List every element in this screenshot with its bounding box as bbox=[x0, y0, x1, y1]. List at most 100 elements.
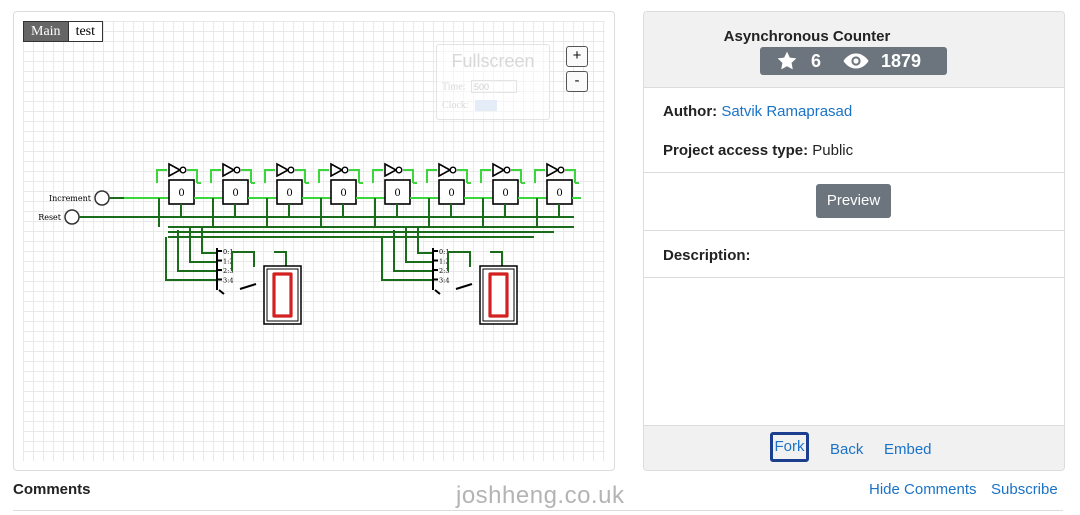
divider bbox=[644, 172, 1064, 173]
splitter-label: 3:4 bbox=[439, 277, 449, 285]
author-label: Author: bbox=[663, 103, 718, 120]
display-wire bbox=[274, 251, 287, 267]
t-flipflop bbox=[330, 179, 357, 205]
not-gate bbox=[492, 162, 506, 178]
increment-input bbox=[94, 190, 110, 206]
project-header: Asynchronous Counter 6 1879 bbox=[644, 12, 1064, 88]
display-wire bbox=[455, 283, 473, 290]
project-info-panel: Asynchronous Counter 6 1879 Author: Satv… bbox=[643, 11, 1065, 471]
flipflop-state: 0 bbox=[556, 188, 562, 199]
access-label: Project access type: bbox=[663, 142, 809, 159]
subscribe-link[interactable]: Subscribe bbox=[991, 481, 1058, 498]
not-gate bbox=[438, 162, 452, 178]
views-count: 1879 bbox=[881, 51, 922, 71]
seven-segment-inner bbox=[266, 268, 299, 322]
feedback-wire bbox=[295, 169, 306, 183]
feedback-wire bbox=[534, 169, 545, 183]
embed-link[interactable]: Embed bbox=[884, 441, 932, 458]
feedback-wire bbox=[264, 169, 275, 183]
not-gate-bubble bbox=[557, 166, 565, 174]
time-label: Time: bbox=[442, 81, 466, 93]
watermark: joshheng.co.uk bbox=[456, 482, 625, 509]
not-gate-bubble bbox=[503, 166, 511, 174]
feedback-wire bbox=[511, 169, 522, 183]
circuit-panel: Main test Fullscreen Time: Clock: + - 0 0… bbox=[13, 11, 615, 471]
feedback-wire bbox=[241, 169, 252, 183]
feedback-wire bbox=[457, 169, 468, 183]
t-flipflop bbox=[276, 179, 303, 205]
splitter-wire bbox=[165, 237, 217, 281]
access-value: Public bbox=[812, 142, 854, 159]
t-flipflop bbox=[546, 179, 573, 205]
flipflop-state: 0 bbox=[232, 188, 238, 199]
feedback-wire bbox=[372, 169, 383, 183]
feedback-wire bbox=[187, 169, 198, 183]
splitter-label: 3:4 bbox=[223, 277, 233, 285]
t-flipflop bbox=[222, 179, 249, 205]
not-gate-bubble bbox=[449, 166, 457, 174]
stars-count: 6 bbox=[811, 51, 822, 71]
t-flipflop bbox=[492, 179, 519, 205]
not-gate-bubble bbox=[233, 166, 241, 174]
splitter-wire bbox=[393, 230, 433, 272]
splitter-label: 0:1 bbox=[223, 248, 233, 256]
clock-toggle[interactable] bbox=[475, 100, 498, 112]
feedback-wire bbox=[210, 169, 221, 183]
divider bbox=[644, 230, 1064, 231]
splitter-label: 0:1 bbox=[439, 248, 449, 256]
feedback-wire bbox=[403, 169, 414, 183]
description-label: Description: bbox=[663, 247, 751, 264]
project-title: Asynchronous Counter bbox=[723, 28, 891, 45]
back-link[interactable]: Back bbox=[830, 441, 864, 458]
circuit-tabs: Main test bbox=[23, 21, 104, 42]
tab-main[interactable]: Main bbox=[23, 21, 69, 42]
flipflop-state: 0 bbox=[178, 188, 184, 199]
flipflop-state: 0 bbox=[340, 188, 346, 199]
feedback-wire bbox=[565, 169, 576, 183]
author-row: Author: Satvik Ramaprasad bbox=[663, 103, 852, 120]
feedback-wire bbox=[156, 169, 167, 183]
time-input[interactable] bbox=[471, 80, 518, 93]
zoom-in-button[interactable]: + bbox=[566, 46, 588, 67]
not-gate bbox=[330, 162, 344, 178]
not-gate bbox=[384, 162, 398, 178]
hide-comments-link[interactable]: Hide Comments bbox=[869, 481, 977, 498]
author-link[interactable]: Satvik Ramaprasad bbox=[721, 103, 853, 120]
star-icon[interactable] bbox=[776, 50, 798, 77]
display-segments bbox=[488, 272, 509, 318]
splitter-label: 1:2 bbox=[223, 258, 233, 266]
splitter-tick bbox=[218, 289, 225, 295]
splitter-label: 1:2 bbox=[439, 258, 449, 266]
tab-test[interactable]: test bbox=[68, 21, 104, 42]
splitter-label: 2:3 bbox=[439, 267, 449, 275]
not-gate-bubble bbox=[287, 166, 295, 174]
not-gate-bubble bbox=[395, 166, 403, 174]
preview-button[interactable]: Preview bbox=[816, 184, 891, 218]
flipflop-state: 0 bbox=[286, 188, 292, 199]
description-row: Description: bbox=[663, 247, 751, 264]
reset-label: Reset bbox=[38, 213, 62, 222]
feedback-wire bbox=[349, 169, 360, 183]
display-wire bbox=[447, 251, 471, 271]
fullscreen-button[interactable]: Fullscreen bbox=[451, 51, 535, 71]
display-wire bbox=[239, 283, 257, 290]
splitter-wire bbox=[405, 226, 433, 263]
flipflop-state: 0 bbox=[502, 188, 508, 199]
fork-button[interactable]: Fork bbox=[770, 432, 809, 462]
not-gate bbox=[276, 162, 290, 178]
project-footer: Fork Back Embed bbox=[644, 425, 1064, 470]
splitter-label: 2:3 bbox=[223, 267, 233, 275]
access-row: Project access type: Public bbox=[663, 142, 853, 159]
feedback-wire bbox=[318, 169, 329, 183]
divider bbox=[644, 277, 1064, 278]
simulation-control-panel: Fullscreen Time: Clock: bbox=[436, 44, 550, 120]
not-gate bbox=[168, 162, 182, 178]
display-wire bbox=[490, 251, 503, 267]
zoom-out-button[interactable]: - bbox=[566, 71, 588, 92]
splitter-tick bbox=[434, 289, 441, 295]
splitter-wire bbox=[201, 226, 217, 254]
eye-icon bbox=[843, 53, 869, 74]
not-gate bbox=[222, 162, 236, 178]
stats-badge: 6 1879 bbox=[760, 47, 947, 75]
